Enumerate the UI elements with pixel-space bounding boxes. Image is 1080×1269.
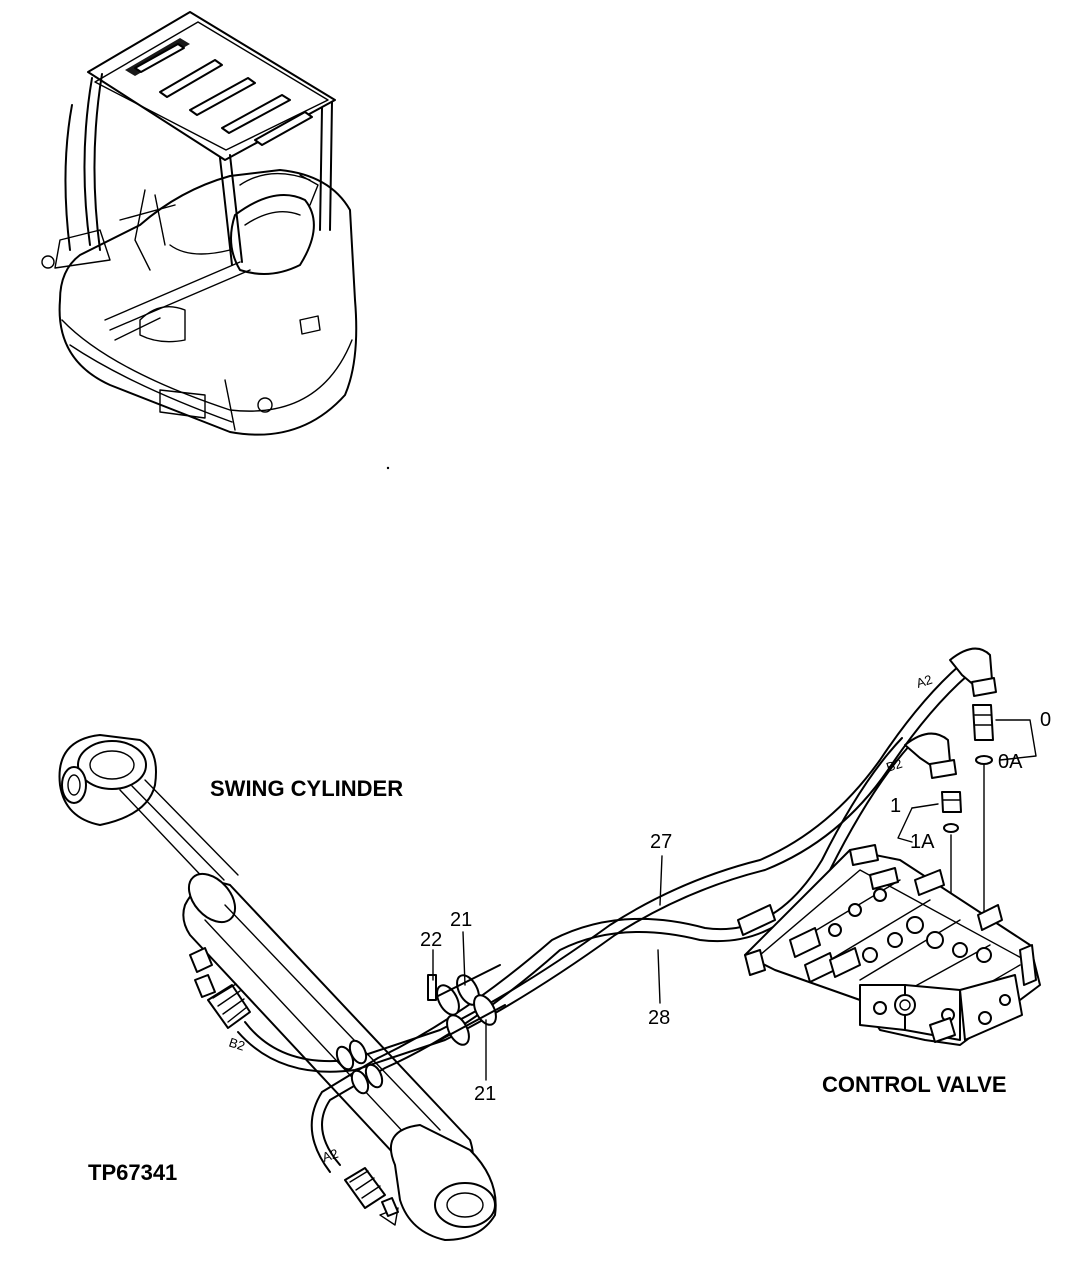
callout-22: 22 [420, 929, 442, 951]
swing-cylinder-label: SWING CYLINDER [210, 776, 403, 801]
control-valve-label: CONTROL VALVE [822, 1072, 1007, 1097]
callout-0: 0 [1040, 709, 1051, 731]
figure-id-label: TP67341 [88, 1160, 177, 1185]
hose-clamp-assembly [427, 964, 506, 1046]
valve-end-fittings [904, 647, 997, 961]
callout-28: 28 [648, 1007, 670, 1029]
callout-1a: 1A [910, 831, 935, 853]
leader-lines [432, 719, 1037, 1081]
port-a2-valve-label: A2 [914, 672, 934, 691]
port-a2-cylinder-label: A2 [320, 1146, 340, 1165]
hose-28-line [310, 737, 911, 1173]
callout-21-bottom: 21 [474, 1083, 496, 1105]
hose-ferrules [335, 1039, 384, 1095]
excavator-overview-illustration [41, 11, 358, 436]
callout-27: 27 [650, 831, 672, 853]
callout-0a: 0A [998, 751, 1023, 773]
callout-21-top: 21 [450, 909, 472, 931]
swing-cylinder-illustration [58, 734, 497, 1241]
control-valve-illustration [737, 844, 1041, 1046]
callout-1: 1 [890, 795, 901, 817]
port-b2-cylinder-label: B2 [227, 1035, 247, 1054]
port-b2-valve-label: B2 [884, 756, 904, 775]
